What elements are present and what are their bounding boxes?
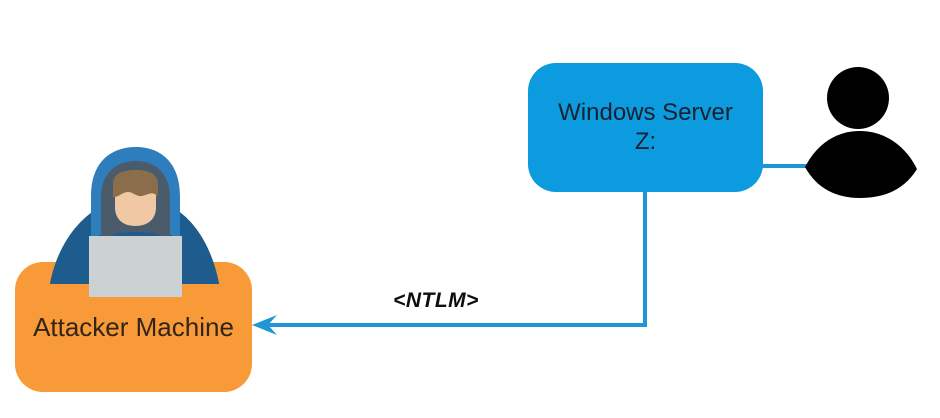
- hacker-face: [115, 184, 156, 226]
- ntlm-flow-arrowhead: [252, 315, 277, 335]
- ntlm-flow-arrow: [252, 190, 647, 335]
- server-node-label-line1: Windows Server: [558, 99, 733, 127]
- ntlm-arrow-label: <NTLM>: [393, 289, 479, 312]
- attacker-node: Attacker Machine: [15, 262, 252, 392]
- server-node: Windows Server Z:: [528, 63, 763, 192]
- hacker-hood-inner: [101, 161, 170, 240]
- user-icon-head: [827, 67, 889, 129]
- user-icon-body: [805, 131, 917, 198]
- attacker-node-label: Attacker Machine: [33, 311, 234, 342]
- hacker-hair: [113, 170, 158, 198]
- hacker-hood: [91, 147, 180, 239]
- server-node-label-line2: Z:: [634, 127, 657, 155]
- user-silhouette-icon: [805, 67, 917, 198]
